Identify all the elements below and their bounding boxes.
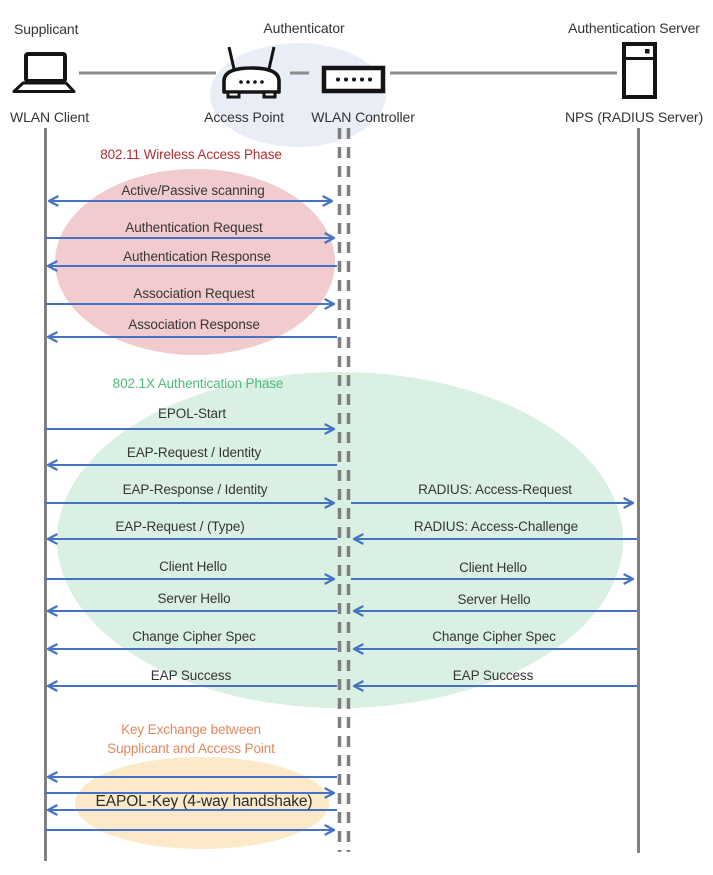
role-label-supplicant: Supplicant — [14, 21, 79, 37]
device-label-wlan-controller: WLAN Controller — [311, 109, 415, 125]
message-label: Active/Passive scanning — [121, 183, 265, 198]
phase2-title: 802.1X Authentication Phase — [112, 376, 284, 391]
message-label: EAP-Request / (Type) — [115, 519, 245, 534]
message-label: Client Hello — [459, 560, 527, 575]
phase3-title-line2: Supplicant and Access Point — [107, 741, 275, 756]
phase1-title: 802.11 Wireless Access Phase — [100, 147, 282, 162]
message-label: Authentication Response — [123, 249, 271, 264]
device-label-wlan-client: WLAN Client — [10, 109, 90, 125]
message-label: EAP Success — [150, 668, 232, 683]
role-label-authentication-server: Authentication Server — [568, 20, 700, 36]
message-label: Change Cipher Spec — [132, 629, 256, 644]
message-label: Association Request — [133, 286, 255, 301]
message-label-eapol-key: EAPOL-Key (4-way handshake) — [95, 793, 313, 810]
phase3-title-line1: Key Exchange between — [121, 722, 261, 737]
device-label-nps-radius-server: NPS (RADIUS Server) — [564, 109, 704, 125]
message-label: EAP Success — [452, 668, 534, 683]
message-label: EAP-Request / Identity — [126, 445, 262, 460]
controller-icon — [321, 65, 386, 94]
message-label: Change Cipher Spec — [432, 629, 556, 644]
laptop-icon — [12, 52, 76, 93]
message-label: Authentication Request — [125, 220, 263, 235]
message-label: Server Hello — [457, 592, 531, 607]
message-label: RADIUS: Access-Challenge — [413, 519, 579, 534]
access-point-icon — [222, 46, 281, 99]
role-label-authenticator: Authenticator — [263, 20, 345, 36]
message-label: RADIUS: Access-Request — [418, 482, 572, 497]
phase1-ellipse — [55, 169, 335, 355]
server-icon — [622, 42, 657, 99]
phase2-ellipse — [57, 372, 623, 708]
device-label-access-point: Access Point — [204, 109, 284, 125]
phase3-ellipse — [75, 757, 329, 849]
message-label: Client Hello — [159, 559, 227, 574]
message-label: EAP-Response / Identity — [122, 482, 268, 497]
message-label: Association Response — [128, 317, 260, 332]
message-label: Server Hello — [157, 591, 231, 606]
message-label: EPOL-Start — [157, 406, 227, 421]
